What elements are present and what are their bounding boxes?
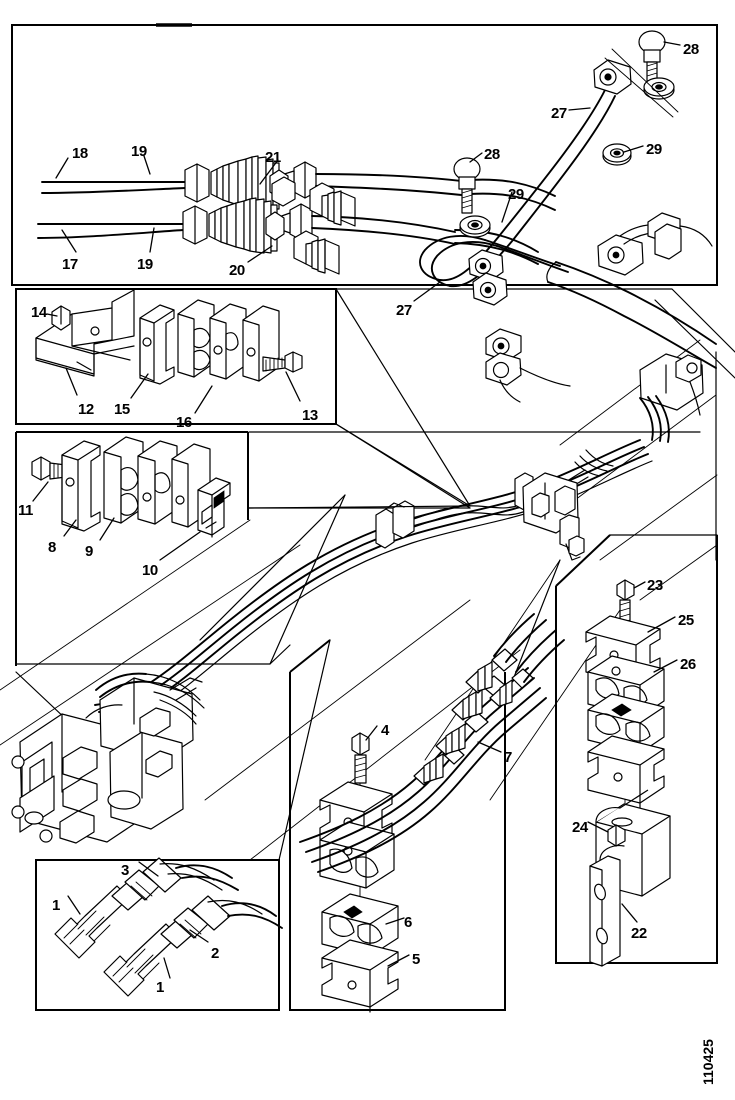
- clamp-stack-left-parts: [31, 436, 231, 538]
- callout-17: 17: [62, 256, 78, 273]
- callout-20: 20: [229, 262, 245, 279]
- callout-13: 13: [302, 407, 318, 424]
- clamp-stack-upper-parts: [35, 289, 303, 385]
- hose-assembly-17-18: [41, 155, 556, 212]
- callout-23: 23: [647, 577, 663, 594]
- callout-16: 16: [176, 414, 192, 431]
- callout-1: 1: [156, 979, 164, 996]
- valve-block-assembly: [11, 672, 205, 844]
- callout-4: 4: [381, 722, 389, 739]
- callout-6: 6: [404, 914, 412, 931]
- callout-28: 28: [484, 146, 500, 163]
- clamp-stack-mid-parts: [299, 613, 565, 1013]
- callout-1: 1: [52, 897, 60, 914]
- fitting-parts-lower-left: [54, 857, 283, 997]
- callout-3: 3: [121, 862, 129, 879]
- callout-14: 14: [31, 304, 47, 321]
- hose-couplings: [265, 169, 356, 275]
- callout-8: 8: [48, 539, 56, 556]
- callout-15: 15: [114, 401, 130, 418]
- callout-18: 18: [72, 145, 88, 162]
- callout-10: 10: [142, 562, 158, 579]
- callout-leader-lines: [32, 41, 681, 979]
- central-hose-run: [94, 353, 704, 727]
- callout-27: 27: [551, 105, 567, 122]
- panel-frames: [11, 23, 718, 1011]
- callout-24: 24: [572, 819, 588, 836]
- callout-26: 26: [680, 656, 696, 673]
- callout-19: 19: [131, 143, 147, 160]
- callout-21: 21: [265, 149, 281, 166]
- hose-27-assembly: [419, 59, 717, 403]
- callout-5: 5: [412, 951, 420, 968]
- callout-22: 22: [631, 925, 647, 942]
- callout-28: 28: [683, 41, 699, 58]
- washer-29-top-right: [643, 77, 675, 100]
- callout-29: 29: [508, 186, 524, 203]
- callout-7: 7: [504, 749, 512, 766]
- hose-assembly-19-20: [37, 197, 539, 265]
- callout-19: 19: [137, 256, 153, 273]
- callout-2: 2: [211, 945, 219, 962]
- callout-9: 9: [85, 543, 93, 560]
- bolt-28-mid: [453, 157, 481, 214]
- callout-12: 12: [78, 401, 94, 418]
- callout-27: 27: [396, 302, 412, 319]
- callout-29: 29: [646, 141, 662, 158]
- callout-25: 25: [678, 612, 694, 629]
- callout-11: 11: [18, 502, 33, 519]
- washer-29-cyl: [602, 143, 632, 166]
- washer-29-mid: [459, 215, 491, 238]
- bracket-assembly-right-parts: [585, 579, 671, 967]
- drawing-id: 110425: [700, 1039, 716, 1085]
